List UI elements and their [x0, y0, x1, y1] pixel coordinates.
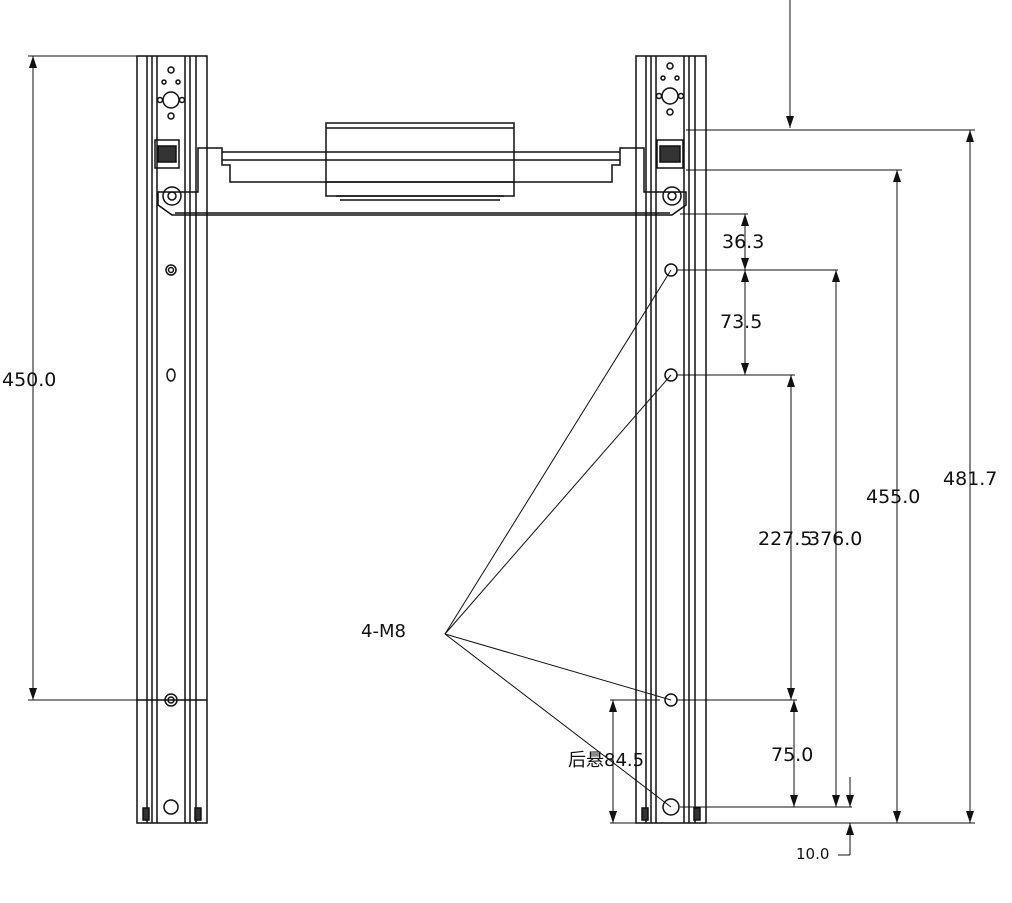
- callout-4-m8: 4-M8: [361, 621, 406, 642]
- dim-label-376: 376.0: [808, 528, 863, 550]
- dim-label-10: 10.0: [796, 845, 830, 863]
- dim-label-450: 450.0: [2, 369, 57, 391]
- dim-label-227-5: 227.5: [758, 528, 813, 550]
- left-rail: [136, 55, 208, 824]
- callout-rear-overhang: 后悬84.5: [568, 750, 645, 771]
- right-rail: [635, 55, 707, 824]
- arrowheads: [29, 56, 974, 835]
- dim-label-75: 75.0: [771, 744, 814, 766]
- dimension-lines: [28, 0, 975, 856]
- dim-label-455: 455.0: [866, 486, 921, 508]
- motor-housing: [325, 122, 515, 201]
- dim-label-36-3: 36.3: [722, 231, 765, 253]
- cross-beam: [157, 147, 687, 216]
- dim-label-73-5: 73.5: [720, 311, 763, 333]
- dim-label-481-7: 481.7: [943, 468, 998, 490]
